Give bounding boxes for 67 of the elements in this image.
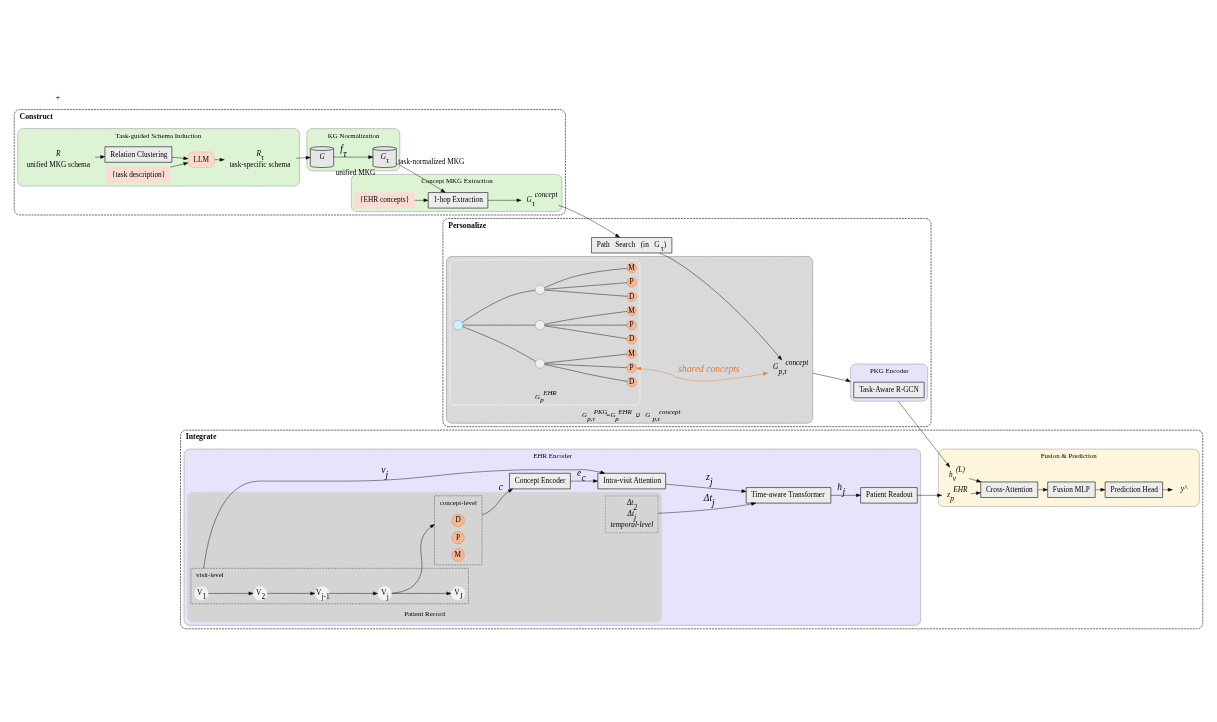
arrow: [170, 162, 189, 168]
node-circle: D: [626, 291, 637, 302]
node-circle: [534, 320, 545, 331]
node-box: Relation Clustering: [104, 146, 173, 163]
node-circle: D: [626, 334, 637, 345]
node-box: Task-Aware R-GCN: [853, 381, 925, 399]
node-circle: P: [626, 320, 637, 331]
arrow: [1095, 488, 1106, 492]
arrow: [558, 205, 620, 238]
arrow: [487, 198, 522, 203]
node-text: y^: [1180, 484, 1188, 494]
arrow: [657, 502, 757, 514]
node-box: 1-hop Extraction: [427, 192, 489, 209]
arrow: [328, 591, 378, 596]
arrow: [897, 400, 950, 468]
node-circle: M: [626, 305, 637, 316]
node-circle: [534, 284, 545, 295]
node-circle: P: [451, 531, 465, 545]
arrow: [917, 493, 942, 498]
arrow: [1037, 488, 1048, 492]
node-box: Patient Readout: [860, 487, 918, 504]
arrow: [208, 591, 254, 596]
node-label: unified MKG schema: [26, 159, 91, 169]
arrow: [570, 479, 598, 483]
node-circle: M: [451, 548, 465, 562]
node-circle: M: [626, 348, 637, 359]
label: +: [55, 92, 61, 103]
node-circle: P: [626, 277, 637, 288]
node-box: LLM: [187, 151, 215, 168]
arrow: [396, 163, 446, 193]
node-text: R: [55, 148, 61, 158]
node-box: Fusion MLP: [1047, 481, 1096, 498]
arrow: [970, 491, 981, 495]
arrow: [481, 488, 513, 516]
arrow: [659, 252, 782, 361]
node-box: Concept Encoder: [509, 473, 571, 490]
arrow: [830, 493, 861, 498]
arrow: [171, 156, 189, 160]
arrow: [266, 591, 316, 596]
node-circle: [453, 320, 464, 331]
arrow: [1162, 488, 1173, 492]
arrow: [391, 591, 452, 596]
node-box: {EHR concepts}: [354, 192, 415, 209]
arrow: [333, 155, 374, 159]
node-circle: D: [451, 513, 465, 527]
node-circle: [534, 358, 545, 369]
arrow: [968, 478, 982, 483]
arrow: [665, 483, 747, 493]
node-circle: M: [626, 263, 637, 274]
arrow: [295, 156, 311, 160]
node-box: {task description}: [106, 166, 171, 183]
edge-label: c: [498, 481, 503, 492]
node-label: task-normalized MKG: [398, 156, 465, 166]
arrow: [812, 372, 851, 382]
node-circle: D: [626, 377, 637, 388]
edge-label: shared concepts: [678, 364, 740, 375]
node-label: task-specific schema: [229, 159, 291, 169]
arrow: [414, 198, 429, 203]
arrow: [94, 155, 106, 159]
arrow: [636, 366, 768, 382]
node-box: Intra-visit Attention: [597, 473, 666, 490]
arrow: [214, 157, 225, 162]
node-box: Prediction Head: [1104, 481, 1163, 498]
node-circle: P: [626, 362, 637, 373]
node-box: Cross-Attention: [980, 481, 1039, 498]
arrow: [203, 469, 606, 569]
arrow: [391, 524, 435, 594]
